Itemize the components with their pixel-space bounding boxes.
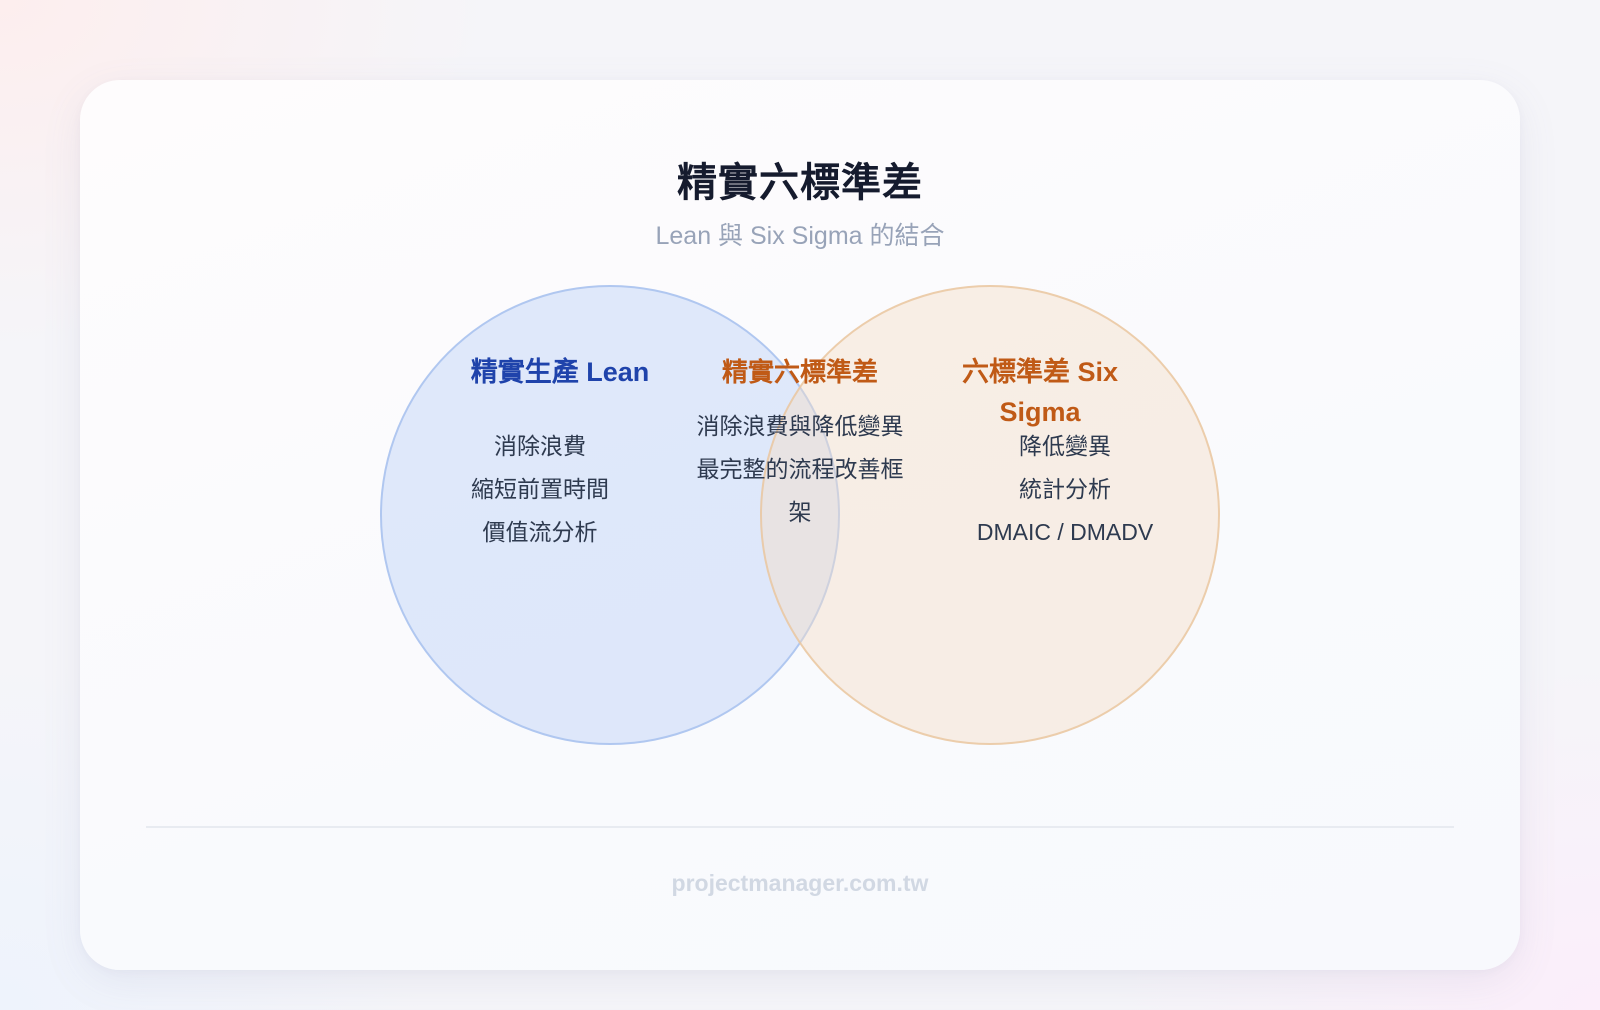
page-title: 精實六標準差	[677, 161, 923, 205]
list-item: 消除浪費	[494, 433, 586, 459]
venn-items-lean: 消除浪費 縮短前置時間 價值流分析	[440, 425, 640, 554]
list-item: 價值流分析	[482, 519, 598, 545]
footer-divider	[146, 826, 1454, 828]
list-item: 降低變異	[1019, 433, 1111, 459]
page-subtitle: Lean 與 Six Sigma 的結合	[655, 222, 945, 250]
footer-site-text: projectmanager.com.tw	[671, 870, 929, 896]
list-item: 縮短前置時間	[471, 476, 609, 502]
venn-circle-six-sigma	[760, 285, 1220, 745]
list-item: 統計分析	[1019, 476, 1111, 502]
list-item: 最完整的流程改善框架	[696, 456, 904, 525]
diagram-card: 精實六標準差 Lean 與 Six Sigma 的結合 精實生產 Lean 精實…	[80, 80, 1520, 970]
venn-label-six-sigma: 六標準差 Six Sigma	[961, 357, 1119, 427]
venn-items-intersection: 消除浪費與降低變異 最完整的流程改善框架	[690, 405, 910, 534]
venn-label-intersection: 精實六標準差	[721, 357, 878, 387]
venn-label-lean: 精實生產 Lean	[470, 357, 650, 387]
list-item: 消除浪費與降低變異	[696, 413, 904, 439]
list-item: DMAIC / DMADV	[976, 519, 1154, 545]
venn-items-six-sigma: 降低變異 統計分析 DMAIC / DMADV	[950, 425, 1180, 554]
